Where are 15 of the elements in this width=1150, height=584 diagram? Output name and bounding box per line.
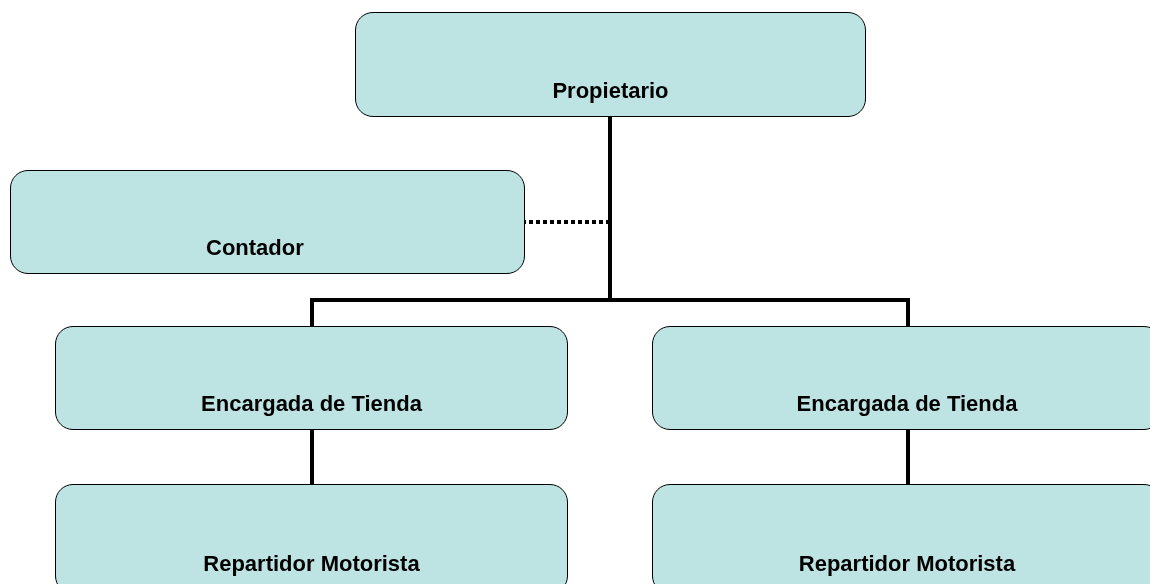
connector-line <box>906 430 910 484</box>
org-box <box>55 484 568 584</box>
connector-line <box>310 430 314 484</box>
connector-line <box>608 117 910 326</box>
org-box <box>652 484 1150 584</box>
role-title: Repartidor Motorista <box>798 551 1016 577</box>
org-box <box>55 326 568 430</box>
org-box <box>355 12 866 117</box>
role-title: Encargada de Tienda <box>201 391 422 417</box>
role-title: Encargada de Tienda <box>796 391 1018 417</box>
role-title: Contador <box>206 235 304 261</box>
org-box <box>10 170 525 274</box>
role-title: Repartidor Motorista <box>203 551 420 577</box>
org-box <box>652 326 1150 430</box>
role-title: Propietario <box>552 78 669 104</box>
